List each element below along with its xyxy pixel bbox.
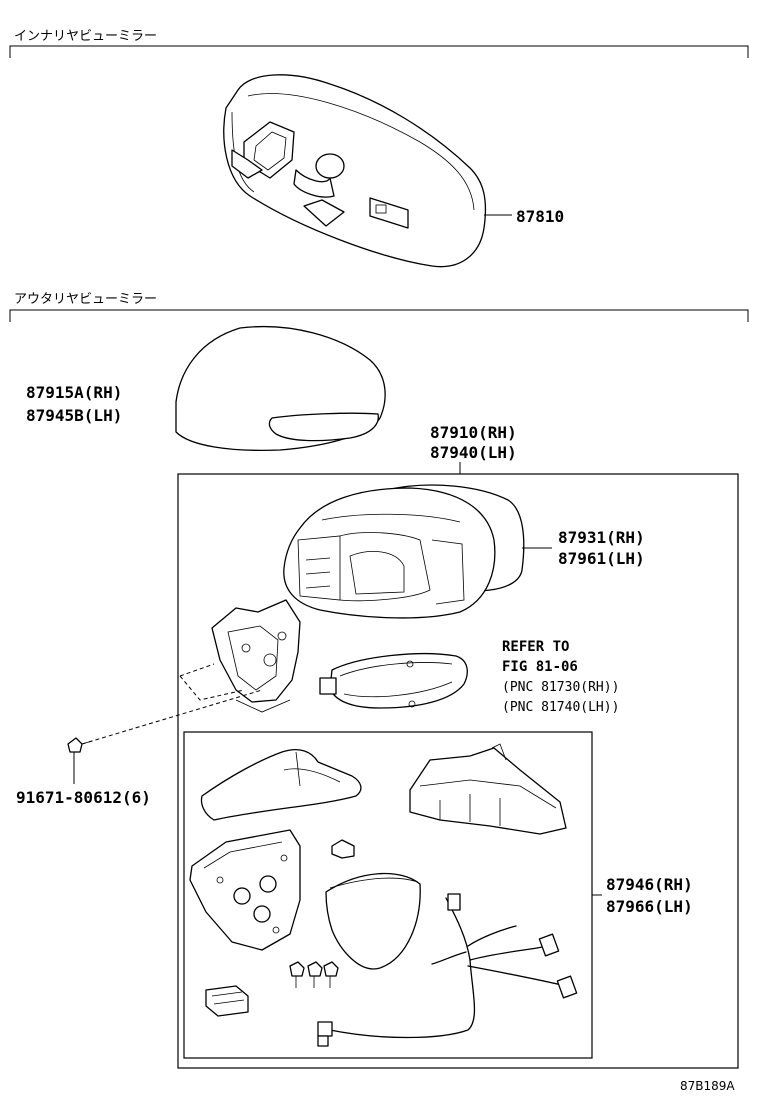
section-title-inner: インナリヤビューミラー — [14, 29, 157, 44]
glass-holder-part — [189, 829, 301, 951]
label-87810: 87810 — [516, 207, 564, 226]
label-87966: 87966(LH) — [606, 897, 693, 916]
mirror-assembly-box: 87910(RH) 87940(LH) — [177, 423, 739, 1069]
actuator-part — [409, 743, 567, 835]
label-87946: 87946(RH) — [606, 875, 693, 894]
assembly-outline — [177, 473, 739, 1069]
mirror-base-part — [179, 599, 301, 713]
arm-cover-part — [200, 748, 362, 821]
section-inner-mirror: インナリヤビューミラー — [9, 29, 749, 58]
refer-line-1: REFER TO — [502, 639, 569, 655]
label-87931: 87931(RH) — [558, 528, 645, 547]
figure-code: 87B189A — [680, 1079, 735, 1093]
wire-harness-part — [317, 893, 578, 1047]
label-87915a: 87915A(RH) — [26, 383, 122, 402]
label-87910: 87910(RH) — [430, 423, 517, 442]
inner-mirror-part: 87810 — [223, 74, 564, 268]
dash-base-hint — [179, 663, 245, 701]
mirror-housing-part: 87931(RH) 87961(LH) — [283, 484, 645, 619]
small-screws-part — [289, 961, 339, 988]
turn-lamp-part: REFER TO FIG 81-06 (PNC 81730(RH)) (PNC … — [319, 639, 619, 715]
clip-part — [331, 839, 355, 859]
label-87961: 87961(LH) — [558, 549, 645, 568]
mirror-cover-part: 87915A(RH) 87945B(LH) — [26, 325, 386, 451]
refer-line-3: (PNC 81730(RH)) — [502, 680, 619, 695]
label-87945b: 87945B(LH) — [26, 406, 122, 425]
refer-line-2: FIG 81-06 — [502, 659, 578, 675]
section-title-outer: アウタリヤビューミラー — [14, 292, 157, 307]
label-91671: 91671-80612(6) — [16, 788, 151, 807]
refer-line-4: (PNC 81740(LH)) — [502, 700, 619, 715]
sub-assembly-box: 87946(RH) 87966(LH) — [183, 731, 693, 1059]
mirror-glass-part — [325, 872, 421, 970]
connector-part — [205, 985, 249, 1017]
section-bracket-outer — [9, 309, 749, 322]
section-bracket-inner — [9, 45, 749, 58]
dash-screw-path — [81, 689, 263, 745]
screw-part: 91671-80612(6) — [16, 689, 263, 807]
label-87940: 87940(LH) — [430, 443, 517, 462]
section-outer-mirror: アウタリヤビューミラー — [9, 292, 749, 322]
